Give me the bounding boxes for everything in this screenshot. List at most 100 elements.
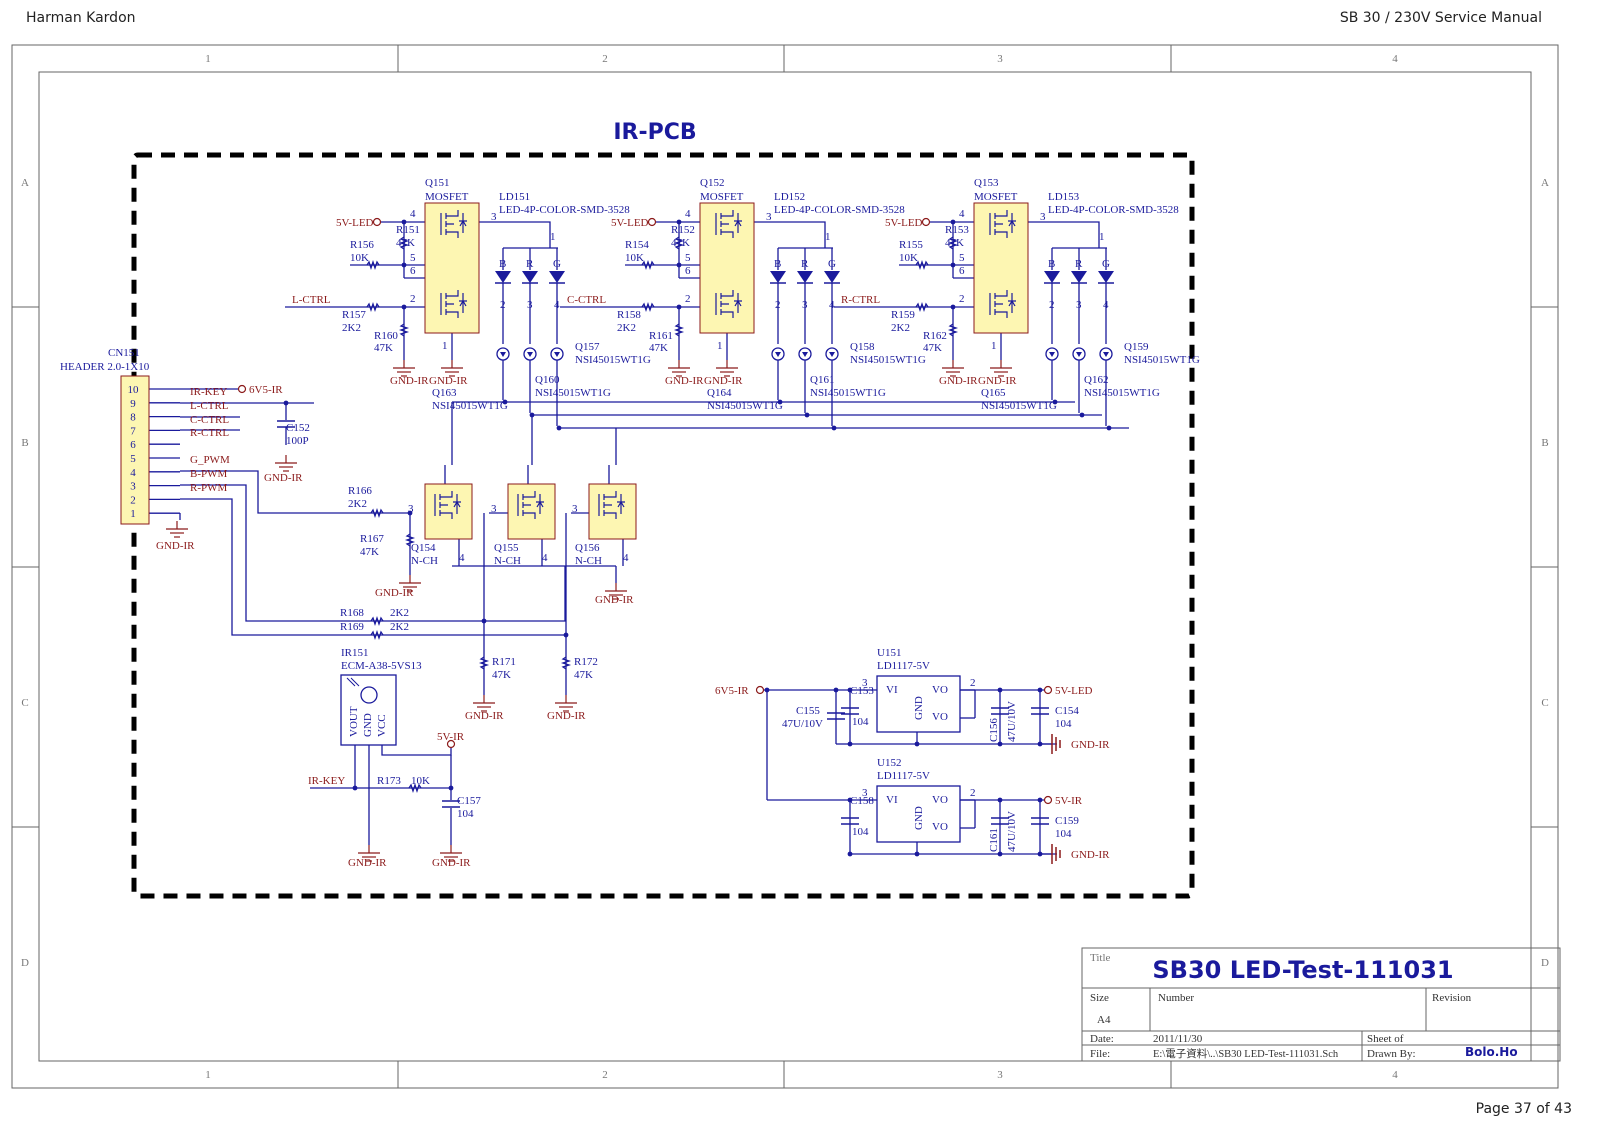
net-label-6v5: 6V5-IR <box>715 685 749 697</box>
pin-number: 2 <box>500 299 506 311</box>
resistor <box>398 236 410 250</box>
led-desc: LED-4P-COLOR-SMD-3528 <box>774 204 905 216</box>
revision-label: Revision <box>1432 992 1472 1004</box>
regulator-ref: Q163 <box>432 387 457 399</box>
connector-signal: C-CTRL <box>190 414 229 426</box>
regulator-part: NSI45015WT1G <box>707 400 783 412</box>
grid-row-label: D <box>1541 957 1549 969</box>
wire-vcc <box>381 745 452 756</box>
r166-ref: R166 <box>348 485 372 497</box>
pin-number: 3 <box>408 503 414 515</box>
net-label-gnd: GND-IR <box>978 375 1017 387</box>
net-label-gnd: GND-IR <box>429 375 468 387</box>
connector-pin: 4 <box>130 467 136 479</box>
mosfet-lines <box>440 210 459 238</box>
connector-pin: 7 <box>130 425 136 437</box>
junction-dot <box>401 219 407 225</box>
connector-pin: 5 <box>130 453 136 465</box>
connector-signal: L-CTRL <box>190 400 229 412</box>
net-label-5v-led: 5V-LED <box>885 217 923 229</box>
net-label-gnd: GND-IR <box>939 375 978 387</box>
sheet-label: Sheet of <box>1367 1033 1404 1045</box>
rpull-ref: R151 <box>396 224 420 236</box>
pin-number: 3 <box>491 503 497 515</box>
rin-ref: R156 <box>350 239 374 251</box>
junction-dot <box>997 851 1003 857</box>
cout-ref: C159 <box>1055 815 1079 827</box>
pin-number: 3 <box>572 503 578 515</box>
junction-dot <box>556 425 562 431</box>
r171-val: 47K <box>492 669 511 681</box>
power-port <box>647 217 657 227</box>
rin-val: 10K <box>350 252 369 264</box>
reg-vi: VI <box>886 794 898 806</box>
parts <box>120 202 1114 864</box>
rin-ref: R154 <box>625 239 649 251</box>
connector-desc: HEADER 2.0-1X10 <box>60 361 150 373</box>
pin-number: 3 <box>1040 211 1046 223</box>
rgate-val: 2K2 <box>342 322 361 334</box>
capacitor <box>1031 707 1049 715</box>
file-label: File: <box>1090 1048 1110 1060</box>
ctrl-label: L-CTRL <box>292 294 331 306</box>
capacitor <box>1031 817 1049 825</box>
ir-pin-label: VCC <box>376 714 388 737</box>
resistor <box>915 259 929 271</box>
junction-dot <box>401 304 407 310</box>
r169-val: 2K2 <box>390 621 409 633</box>
wire-drain <box>479 221 551 248</box>
nch-package <box>424 483 473 540</box>
junction-dot <box>407 510 413 516</box>
junction-dot <box>1037 741 1043 747</box>
cel-ref: C156 <box>988 718 1000 742</box>
power-port <box>1043 795 1053 805</box>
ground-symbol <box>555 695 577 712</box>
junction-dot <box>448 785 454 791</box>
pin-number: 4 <box>959 208 965 220</box>
junction-dot <box>1052 399 1058 405</box>
mosfet-lines <box>598 491 617 519</box>
led-color-label: G <box>553 258 561 270</box>
current-regulator-arrow <box>1076 352 1082 357</box>
resistor <box>408 782 422 794</box>
ir-arrows <box>346 677 360 687</box>
grid-row-label: A <box>1541 177 1549 189</box>
junction-dot <box>847 741 853 747</box>
regulator-ref: Q160 <box>535 374 560 386</box>
header-left: Harman Kardon <box>26 10 136 26</box>
mosfet-symbol <box>440 290 467 318</box>
regulator-part: NSI45015WT1G <box>1124 354 1200 366</box>
rgate-val: 2K2 <box>891 322 910 334</box>
ground-symbol <box>668 360 690 377</box>
capacitor <box>277 420 295 428</box>
reg-part: LD1117-5V <box>877 770 930 782</box>
junction-dot <box>529 412 535 418</box>
capacitor <box>442 800 460 808</box>
pin-number: 3 <box>862 677 868 689</box>
mosfet-package <box>699 202 755 334</box>
junction-dot <box>676 304 682 310</box>
reg-gnd: GND <box>913 696 925 720</box>
connector-signal: G_PWM <box>190 454 230 466</box>
pin-number: 5 <box>685 252 691 264</box>
net-label-gnd: GND-IR <box>665 375 704 387</box>
ground-symbol <box>166 521 188 538</box>
mosfet-diode <box>536 494 544 514</box>
led-color-label: B <box>499 258 506 270</box>
resistor <box>398 323 410 337</box>
current-regulator <box>523 347 537 361</box>
pin-number: 4 <box>829 299 835 311</box>
junction-dot <box>914 741 920 747</box>
cel-val: 47U/10V <box>1006 811 1018 852</box>
current-regulator <box>496 347 510 361</box>
c152-val: 100P <box>286 435 309 447</box>
c157-ref: C157 <box>457 795 481 807</box>
capacitor <box>827 712 845 720</box>
grid-col-label: 2 <box>602 53 608 65</box>
pin-number: 6 <box>685 265 691 277</box>
connector-pin: 3 <box>130 481 136 493</box>
led-ref: LD153 <box>1048 191 1080 203</box>
rgate-ref: R159 <box>891 309 915 321</box>
led-triangle <box>1044 271 1060 283</box>
junction-dot <box>950 262 956 268</box>
